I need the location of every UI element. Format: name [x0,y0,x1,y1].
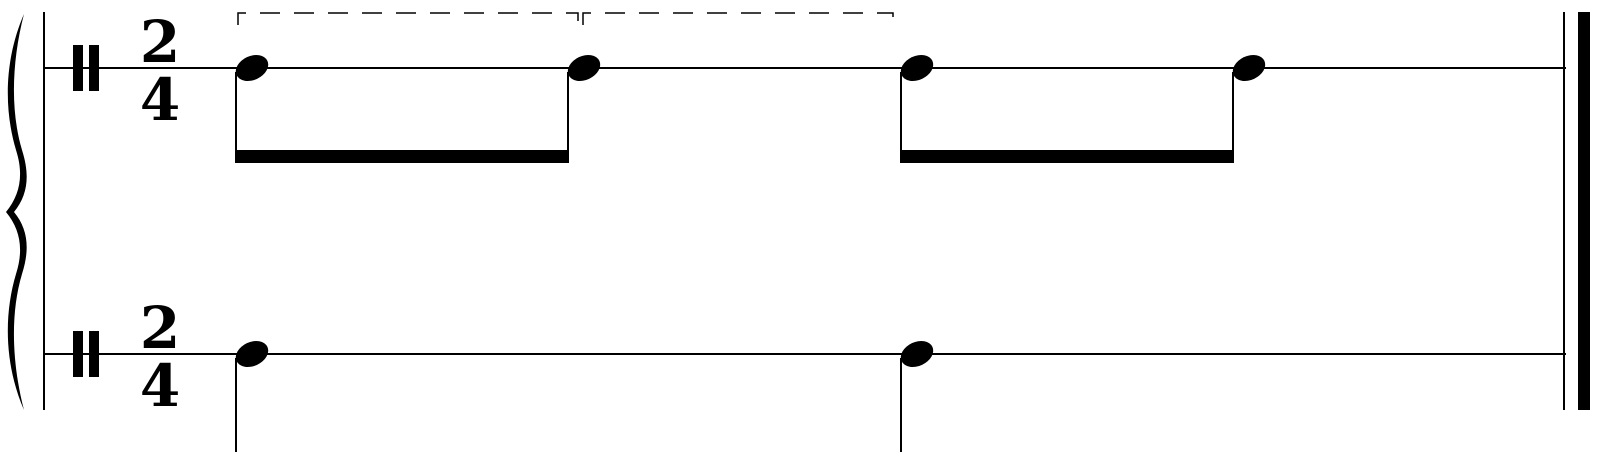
note [235,340,269,452]
lower-staff-notes [235,340,934,452]
note [1232,54,1266,162]
upper-time-signature: 2 4 [140,8,180,134]
lower-time-denominator: 4 [140,352,180,420]
final-barline [1563,12,1590,410]
note [235,54,269,162]
lower-percussion-clef [73,331,99,377]
beam [235,150,569,163]
beam [900,150,1234,163]
note [900,54,934,162]
staff-brace [6,14,27,410]
note [567,54,601,162]
upper-percussion-clef [73,45,99,91]
lower-time-signature: 2 4 [140,294,180,420]
upper-time-denominator: 4 [140,66,180,134]
note [900,340,934,452]
upper-dashed-brackets [237,12,894,25]
dashed-bracket [582,12,894,25]
lower-time-numerator: 2 [140,294,180,362]
upper-staff-notes [235,54,1266,163]
upper-time-numerator: 2 [140,8,180,76]
dashed-bracket [237,12,579,25]
